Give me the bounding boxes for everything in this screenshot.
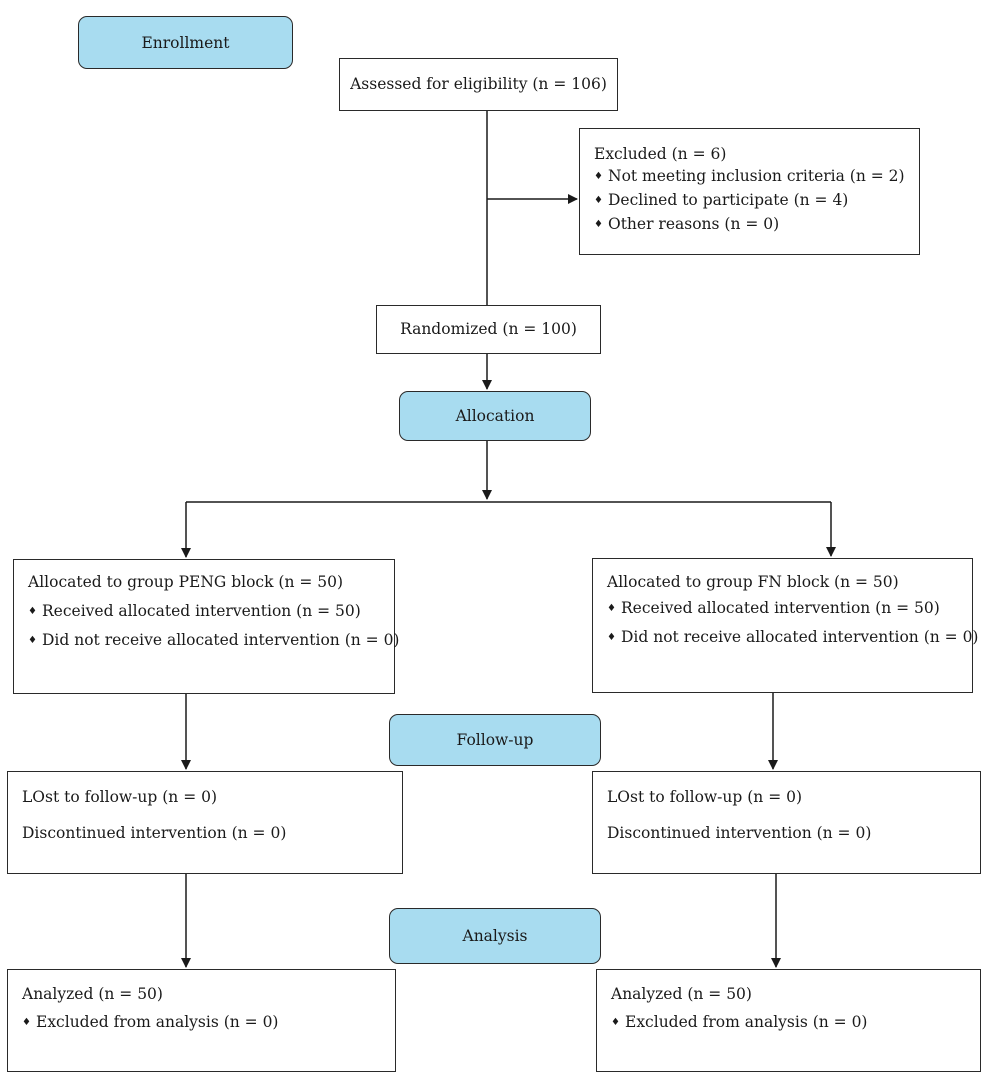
allocation-box-fn: Allocated to group FN block (n = 50) ♦ Re… — [592, 558, 978, 693]
excluded-item-label: Declined to participate (n = 4) — [608, 191, 849, 209]
bullet-icon: ♦ — [28, 635, 37, 646]
excluded-title: Excluded (n = 6) — [594, 145, 727, 163]
allocation-item: ♦ Did not receive allocated intervention … — [28, 631, 399, 650]
bullet-icon: ♦ — [594, 195, 603, 206]
analyzed-title: Analyzed (n = 50) — [611, 985, 752, 1003]
stage-analysis: Analysis — [389, 908, 601, 964]
lost-to-follow-up: LOst to follow-up (n = 0) — [22, 788, 218, 806]
lost-to-follow-up: LOst to follow-up (n = 0) — [607, 788, 803, 806]
stage-analysis-label: Analysis — [462, 927, 528, 945]
randomized-box: Randomized (n = 100) — [376, 305, 601, 354]
bullet-icon: ♦ — [607, 632, 616, 643]
stage-allocation-label: Allocation — [455, 407, 535, 425]
analyzed-title: Analyzed (n = 50) — [22, 985, 163, 1003]
bullet-icon: ♦ — [594, 219, 603, 230]
excluded-item: ♦ Declined to participate (n = 4) — [594, 191, 848, 210]
follow-up-box-fn: LOst to follow-up (n = 0) Discontinued i… — [592, 771, 981, 874]
analysis-item: ♦ Excluded from analysis (n = 0) — [22, 1013, 278, 1032]
allocation-item-label: Did not receive allocated intervention (… — [42, 631, 400, 649]
analysis-item-label: Excluded from analysis (n = 0) — [625, 1013, 868, 1031]
excluded-item: ♦ Not meeting inclusion criteria (n = 2) — [594, 167, 905, 186]
allocation-item-label: Received allocated intervention (n = 50) — [42, 602, 361, 620]
allocation-box-peng: Allocated to group PENG block (n = 50) ♦… — [13, 559, 399, 694]
bullet-icon: ♦ — [22, 1017, 31, 1028]
bullet-icon: ♦ — [611, 1017, 620, 1028]
allocation-title: Allocated to group FN block (n = 50) — [607, 573, 899, 591]
follow-up-box-peng: LOst to follow-up (n = 0) Discontinued i… — [7, 771, 403, 874]
excluded-item-label: Not meeting inclusion criteria (n = 2) — [608, 167, 905, 185]
bullet-icon: ♦ — [594, 171, 603, 182]
allocation-item-label: Did not receive allocated intervention (… — [621, 628, 979, 646]
bullet-icon: ♦ — [28, 606, 37, 617]
analysis-item: ♦ Excluded from analysis (n = 0) — [611, 1013, 867, 1032]
analysis-box-fn: Analyzed (n = 50) ♦ Excluded from analysi… — [596, 969, 981, 1072]
allocation-item: ♦ Did not receive allocated intervention … — [607, 628, 978, 647]
discontinued-intervention: Discontinued intervention (n = 0) — [22, 824, 287, 842]
bullet-icon: ♦ — [607, 603, 616, 614]
allocation-title: Allocated to group PENG block (n = 50) — [28, 573, 344, 591]
assessed-text: Assessed for eligibility (n = 106) — [350, 75, 607, 94]
analysis-item-label: Excluded from analysis (n = 0) — [36, 1013, 279, 1031]
discontinued-intervention: Discontinued intervention (n = 0) — [607, 824, 872, 842]
assessed-box: Assessed for eligibility (n = 106) — [339, 58, 618, 111]
excluded-box: Excluded (n = 6) ♦ Not meeting inclusion … — [579, 128, 920, 255]
excluded-item-label: Other reasons (n = 0) — [608, 215, 780, 233]
allocation-item: ♦ Received allocated intervention (n = 50… — [28, 602, 361, 621]
stage-enrollment: Enrollment — [78, 16, 293, 69]
stage-enrollment-label: Enrollment — [141, 33, 230, 52]
allocation-item: ♦ Received allocated intervention (n = 50… — [607, 599, 940, 618]
randomized-text: Randomized (n = 100) — [400, 320, 577, 339]
allocation-item-label: Received allocated intervention (n = 50) — [621, 599, 940, 617]
excluded-item: ♦ Other reasons (n = 0) — [594, 215, 779, 234]
stage-follow-up-label: Follow-up — [456, 731, 534, 749]
stage-allocation: Allocation — [399, 391, 591, 441]
analysis-box-peng: Analyzed (n = 50) ♦ Excluded from analysi… — [7, 969, 396, 1072]
stage-follow-up: Follow-up — [389, 714, 601, 766]
